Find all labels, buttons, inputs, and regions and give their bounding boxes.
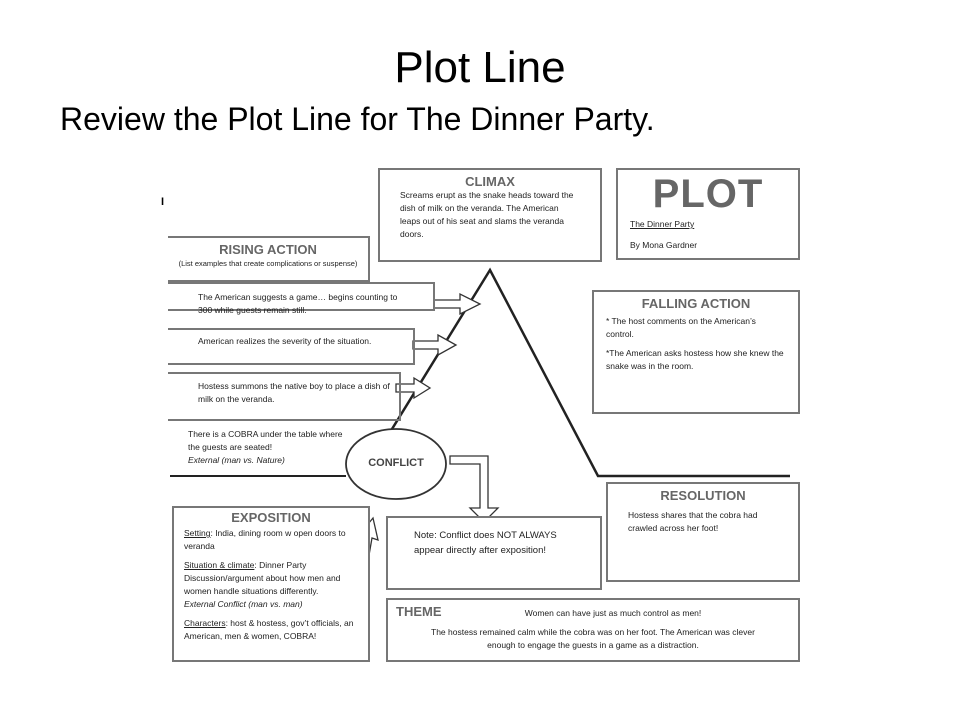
situation-text: : Dinner Party Discussion/argument about…: [184, 560, 341, 596]
falling-action-heading: FALLING ACTION: [641, 296, 751, 311]
conflict-note-type: External (man vs. Nature): [188, 455, 285, 465]
note-text: Note: Conflict does NOT ALWAYS appear di…: [414, 530, 557, 556]
characters-text: : host & hostess, gov’t officials, an Am…: [184, 618, 354, 641]
exposition-box: EXPOSITION Setting: India, dining room w…: [172, 506, 370, 662]
rising-action-item-text: The American suggests a game… begins cou…: [198, 292, 398, 315]
rising-action-item: The American suggests a game… begins cou…: [168, 282, 438, 324]
resolution-heading: RESOLUTION: [660, 488, 746, 503]
conflict-note: There is a COBRA under the table where t…: [188, 428, 348, 467]
conflict-arrow: [449, 455, 500, 523]
rising-action-heading: RISING ACTION: [219, 242, 317, 257]
plot-triangle: [366, 267, 790, 478]
climax-heading: CLIMAX: [465, 174, 515, 189]
plot-title-box: PLOT The Dinner Party By Mona Gardner: [616, 168, 800, 260]
falling-action-item: *The American asks hostess how she knew …: [606, 348, 784, 371]
slide-title: Plot Line: [394, 43, 566, 92]
theme-box: THEME Women can have just as much contro…: [386, 598, 800, 662]
exposition-heading: EXPOSITION: [231, 510, 311, 525]
note-box: Note: Conflict does NOT ALWAYS appear di…: [386, 516, 602, 590]
exposition-setting: Setting: India, dining room w open doors…: [184, 527, 358, 553]
rising-action-subheading: (List examples that create complications…: [178, 259, 358, 268]
climax-text: Screams erupt as the snake heads toward …: [400, 190, 574, 239]
rising-action-item-text: Hostess summons the native boy to place …: [198, 381, 390, 404]
stray-mark: I: [161, 196, 165, 208]
setting-label: Setting: [184, 528, 211, 538]
setting-text: : India, dining room w open doors to ver…: [184, 528, 346, 551]
resolution-text: Hostess shares that the cobra had crawle…: [628, 510, 758, 533]
rising-arrow-1: [433, 292, 482, 316]
climax-box: CLIMAX Screams erupt as the snake heads …: [378, 168, 602, 262]
falling-action-item: * The host comments on the American’s co…: [606, 316, 756, 339]
exposition-characters: Characters: host & hostess, gov’t offici…: [184, 617, 358, 643]
situation-label: Situation & climate: [184, 560, 255, 570]
situation-external: External Conflict (man vs. man): [184, 599, 303, 609]
slide-subtitle: Review the Plot Line for The Dinner Part…: [60, 101, 655, 137]
plot-author: By Mona Gardner: [630, 240, 698, 250]
rising-action-item: Hostess summons the native boy to place …: [168, 372, 404, 422]
rising-action-item: American realizes the severity of the si…: [168, 328, 418, 370]
plot-story: The Dinner Party: [630, 219, 695, 229]
resolution-box: RESOLUTION Hostess shares that the cobra…: [606, 482, 800, 582]
rising-arrow-2: [412, 333, 458, 357]
theme-line-2: The hostess remained calm while the cobr…: [431, 627, 755, 650]
rising-action-item-text: American realizes the severity of the si…: [198, 336, 372, 346]
exposition-situation: Situation & climate: Dinner Party Discus…: [184, 559, 358, 598]
conflict-note-text: There is a COBRA under the table where t…: [188, 429, 343, 452]
conflict-label: CONFLICT: [368, 457, 424, 469]
plot-heading: PLOT: [652, 172, 764, 216]
falling-action-box: FALLING ACTION * The host comments on th…: [592, 290, 800, 414]
rising-action-box: RISING ACTION (List examples that create…: [168, 236, 370, 282]
characters-label: Characters: [184, 618, 226, 628]
theme-line-1: Women can have just as much control as m…: [524, 608, 702, 618]
theme-heading: THEME: [396, 604, 442, 619]
plot-diagram: I CLIMAX Screams erupt as the snake head…: [158, 158, 808, 668]
conflict-ellipse: [345, 428, 447, 500]
